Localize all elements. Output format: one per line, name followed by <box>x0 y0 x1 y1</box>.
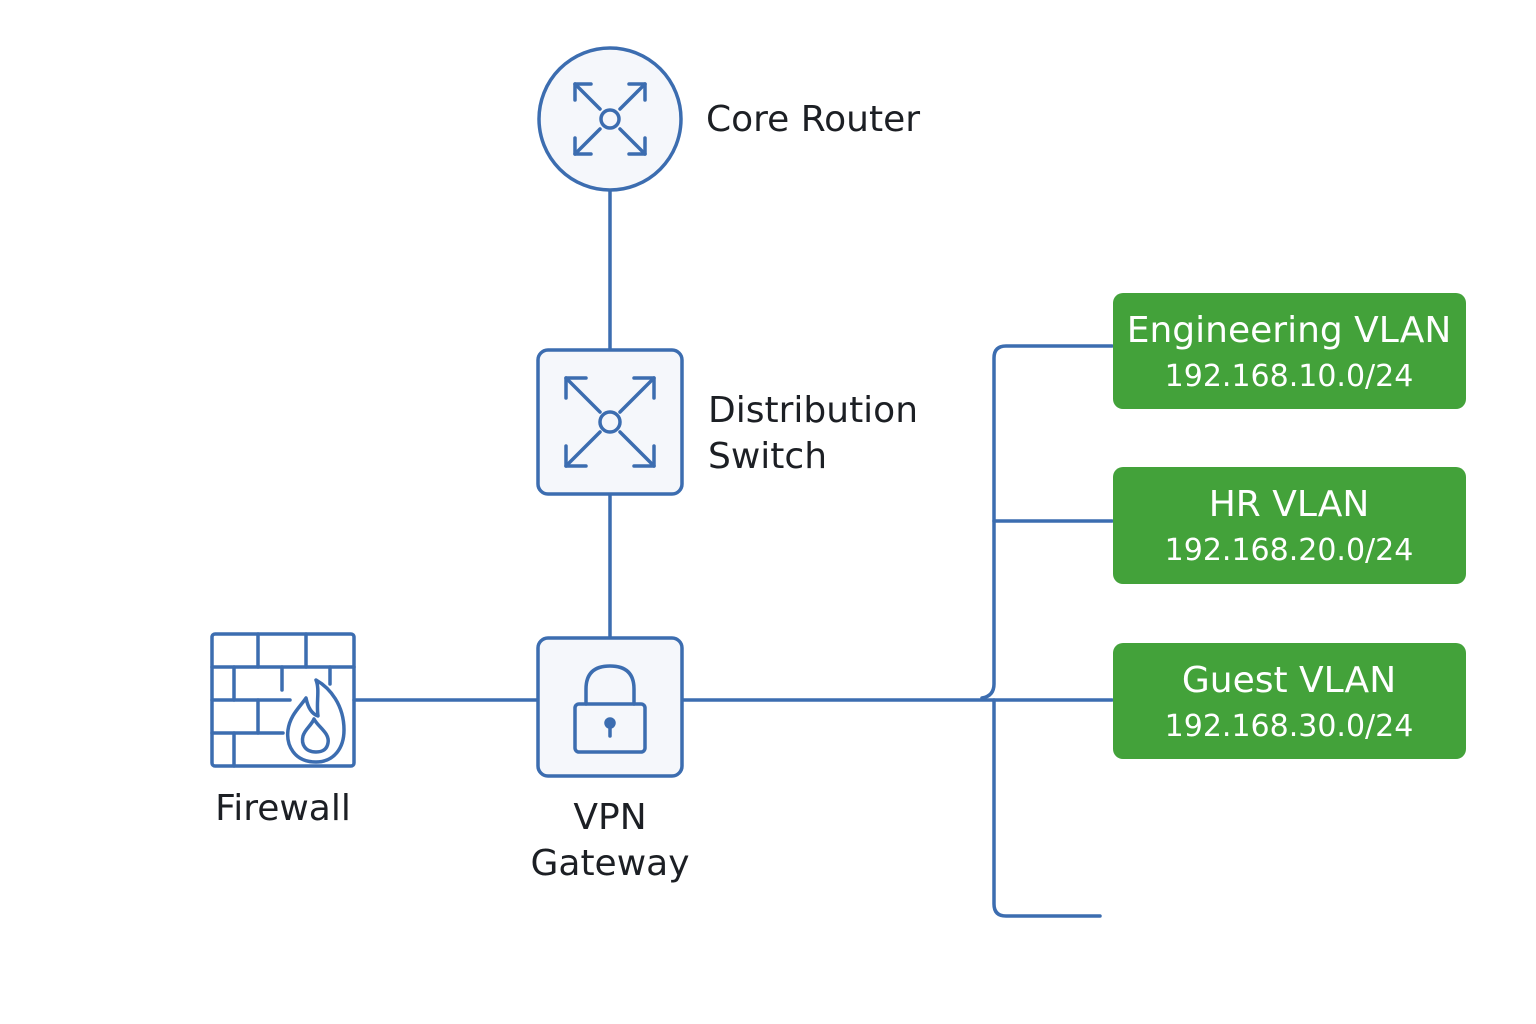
firewall-node[interactable] <box>210 632 356 768</box>
vlan-box-guest[interactable]: Guest VLAN 192.168.30.0/24 <box>1113 643 1465 759</box>
vlan-box-engineering[interactable]: Engineering VLAN 192.168.10.0/24 <box>1113 293 1465 409</box>
vlan-subnet: 192.168.30.0/24 <box>1164 709 1414 744</box>
vlan-name: HR VLAN <box>1208 484 1370 525</box>
firewall-label: Firewall <box>215 788 351 829</box>
switch-arrows-icon <box>564 376 656 468</box>
vlan-box-bg-engineering <box>1113 293 1466 409</box>
vlan-name: Engineering VLAN <box>1126 310 1452 351</box>
vpn-gateway-node[interactable] <box>536 636 684 778</box>
padlock-icon <box>573 664 647 754</box>
core-router-label: Core Router <box>706 99 921 140</box>
core-router-node[interactable] <box>537 46 683 192</box>
brick-wall-flame-icon <box>210 632 356 768</box>
distribution-switch-label-line1: Distribution <box>708 390 919 431</box>
vlan-box-bg-guest <box>1113 643 1466 759</box>
vpn-gateway-label-line2: Gateway <box>530 843 690 884</box>
vlan-bus-spare-drop <box>992 698 1102 918</box>
distribution-switch-label: Distribution Switch <box>708 388 918 480</box>
vlan-subnet: 192.168.20.0/24 <box>1164 533 1414 568</box>
vpn-gateway-label: VPN Gateway <box>510 795 710 887</box>
router-arrows-icon <box>573 82 647 156</box>
vlan-name: Guest VLAN <box>1181 660 1397 701</box>
vlan-box-bg-hr <box>1113 467 1466 584</box>
vlan-bus-trunk <box>980 344 1114 700</box>
vpn-gateway-label-line1: VPN <box>573 797 647 838</box>
vlan-box-hr[interactable]: HR VLAN 192.168.20.0/24 <box>1113 467 1465 583</box>
vlan-subnet: 192.168.10.0/24 <box>1164 359 1414 394</box>
distribution-switch-label-line2: Switch <box>708 436 828 477</box>
distribution-switch-node[interactable] <box>536 348 684 496</box>
